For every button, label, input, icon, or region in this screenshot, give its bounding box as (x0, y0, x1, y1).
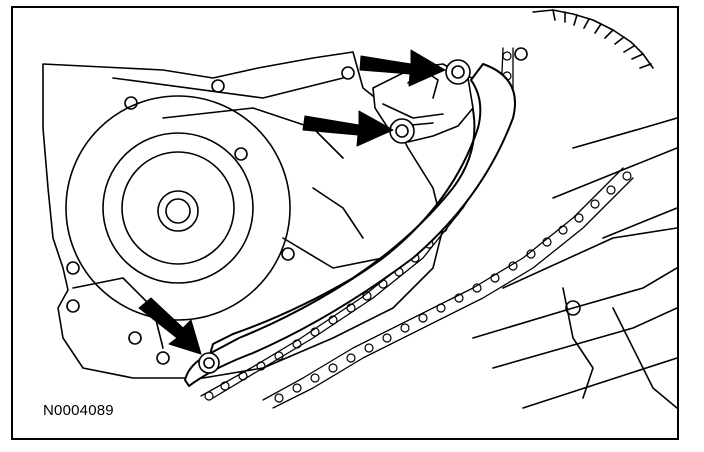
chain-guide (184, 63, 516, 387)
engine-block-outline (42, 51, 677, 409)
lower-guide-bolt (198, 352, 220, 374)
illustration-frame: N0004089 (11, 6, 679, 440)
upper-guide-bolt (445, 59, 471, 85)
middle-guide-bolt (389, 118, 415, 144)
arrow-lower-bolt (138, 297, 202, 355)
pulley-assembly (65, 95, 291, 321)
arrow-upper-bolt (359, 49, 446, 87)
arrow-middle-bolt (302, 110, 394, 147)
figure-id-label: N0004089 (43, 402, 114, 419)
bolt-holes (66, 47, 581, 365)
timing-chain-guide-illustration (42, 9, 677, 409)
camshaft-sprocket (532, 9, 654, 69)
